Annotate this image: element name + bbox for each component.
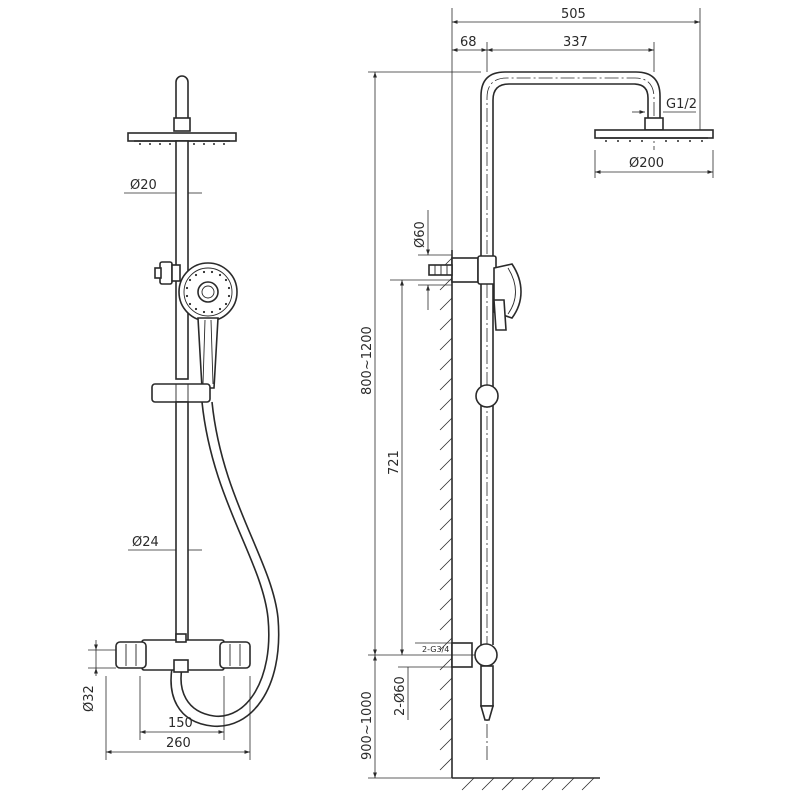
slider-diameter-label: Ø60 <box>413 221 428 248</box>
install-height-label: 900~1000 <box>360 691 375 760</box>
head-thread-label: G1/2 <box>666 97 697 112</box>
overall-width-label: 505 <box>561 7 586 22</box>
holder-height-label: 721 <box>387 450 402 475</box>
side-view: 505 68 337 G1/2 Ø200 Ø60 800~1200 <box>360 7 714 791</box>
mixer-width-label: 260 <box>166 736 191 751</box>
side-shower-head <box>594 117 714 142</box>
side-wall-bracket <box>428 255 497 285</box>
hand-shower-nozzles <box>185 270 231 314</box>
inlet-spacing-label: 150 <box>168 716 193 731</box>
rail-diameter-label: Ø20 <box>130 178 157 193</box>
front-hose <box>170 401 280 727</box>
arm-offset-label: 68 <box>460 35 477 50</box>
front-hand-shower <box>154 261 238 389</box>
front-lower-rail <box>175 401 189 643</box>
front-head-nozzles <box>139 143 225 145</box>
front-dimensions: Ø20 Ø24 Ø32 150 260 <box>82 178 251 760</box>
escutcheon-diameter-label: 2-Ø60 <box>393 676 408 716</box>
lower-pipe-diameter-label: Ø24 <box>132 535 159 550</box>
side-mixer <box>451 642 498 721</box>
rail-height-label: 800~1200 <box>360 326 375 395</box>
arm-length-label: 337 <box>563 35 588 50</box>
wall-hatching <box>439 257 595 791</box>
side-dimensions: 505 68 337 G1/2 Ø200 Ø60 800~1200 <box>360 7 714 779</box>
side-diverter-knob <box>475 384 499 408</box>
wall <box>439 250 600 791</box>
front-upper-rail <box>175 140 189 380</box>
front-shower-head <box>127 75 237 145</box>
body-diameter-label: Ø32 <box>82 685 97 712</box>
front-hose-bracket <box>151 383 211 403</box>
side-shower-arm <box>480 71 661 760</box>
side-hand-shower <box>493 263 522 331</box>
head-diameter-label: Ø200 <box>629 156 664 171</box>
front-view: Ø20 Ø24 Ø32 150 260 <box>82 75 280 760</box>
inlet-thread-label: 2-G3/4 <box>422 645 449 654</box>
front-mixer-body <box>115 633 251 673</box>
